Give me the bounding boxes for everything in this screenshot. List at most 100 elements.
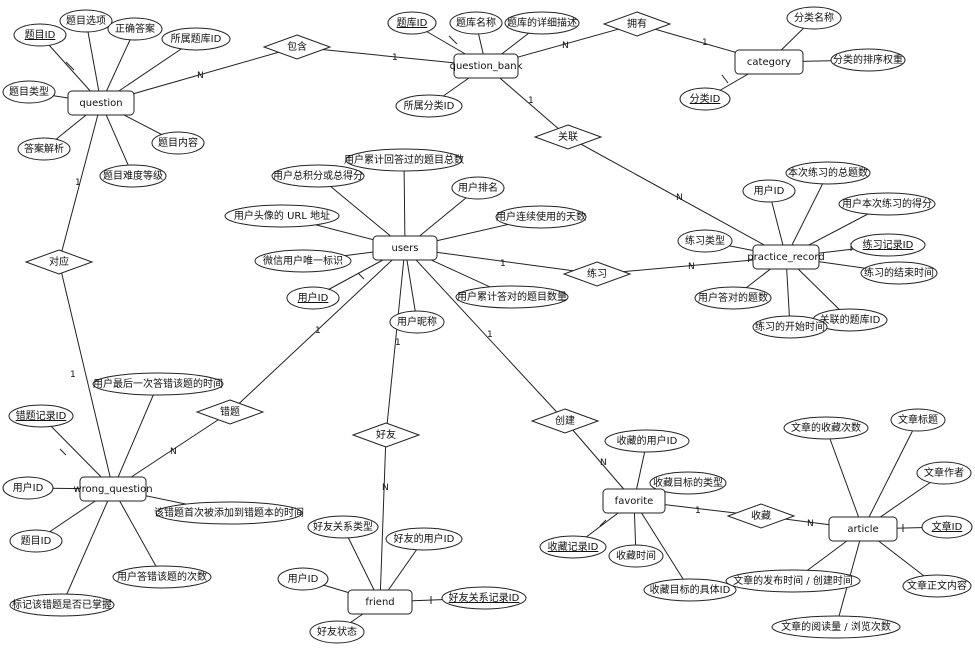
card-contains-question: N — [197, 71, 204, 81]
attr-question-analysis: 答案解析 — [17, 137, 71, 161]
svg-text:用户最后一次答错该题的时间: 用户最后一次答错该题的时间 — [93, 377, 223, 390]
svg-text:用户累计答对的题目数量: 用户累计答对的题目数量 — [457, 290, 567, 303]
card-owns-bank: N — [562, 41, 569, 51]
attr-article-author: 文章作者 — [916, 461, 972, 485]
attr-practice-correct: 用户答对的题数 — [694, 286, 772, 310]
entity-article: article — [828, 516, 898, 542]
card-assoc-practice: N — [676, 193, 683, 203]
svg-text:分类名称: 分类名称 — [794, 11, 834, 24]
svg-text:微信用户唯一标识: 微信用户唯一标识 — [263, 254, 343, 267]
svg-text:错题: 错题 — [220, 405, 240, 418]
card-corresponds-question: 1 — [75, 178, 81, 188]
attr-question-id: 题目ID — [13, 23, 67, 47]
svg-text:friend: friend — [365, 597, 394, 608]
attr-user-openid: 微信用户唯一标识 — [254, 249, 352, 273]
svg-text:创建: 创建 — [555, 414, 575, 427]
entity-question: question — [67, 90, 135, 116]
svg-text:分类ID: 分类ID — [690, 92, 721, 105]
attr-practice-start-time: 练习的开始时间 — [752, 315, 828, 339]
card-practice-record: N — [688, 262, 695, 272]
svg-text:用户ID: 用户ID — [13, 481, 44, 494]
rel-owns: 拥有 — [602, 11, 672, 37]
svg-text:题目选项: 题目选项 — [66, 14, 106, 27]
attr-practice-total: 本次练习的总题数 — [785, 161, 871, 185]
svg-text:练习类型: 练习类型 — [685, 234, 725, 247]
attr-practice-bank-id: 关联的题库ID — [812, 308, 888, 332]
svg-text:question_bank: question_bank — [450, 61, 523, 72]
attr-wrong-count: 用户答错该题的次数 — [112, 565, 212, 589]
svg-text:所属题库ID: 所属题库ID — [171, 32, 222, 45]
svg-text:题库名称: 题库名称 — [456, 16, 496, 29]
card-wrong-record: N — [170, 447, 177, 457]
svg-text:用户连续使用的天数: 用户连续使用的天数 — [496, 210, 586, 223]
svg-text:好友状态: 好友状态 — [317, 625, 357, 638]
attr-question-options: 题目选项 — [59, 9, 113, 33]
svg-text:题目ID: 题目ID — [21, 535, 52, 547]
svg-text:users: users — [391, 243, 418, 254]
svg-text:好友: 好友 — [376, 428, 396, 441]
rel-contains: 包含 — [262, 34, 332, 60]
svg-text:用户累计回答过的题目总数: 用户累计回答过的题目总数 — [344, 153, 464, 166]
svg-text:所属分类ID: 所属分类ID — [404, 99, 455, 112]
attr-favorite-type: 收藏目标的类型 — [649, 471, 727, 495]
cardinality-labels: N 1 N 1 1 N 1 1 1 N 1 N 1 N 1 N 1 N — [70, 38, 814, 529]
attr-question-difficulty: 题目难度等级 — [99, 164, 167, 188]
svg-text:好友关系类型: 好友关系类型 — [313, 520, 373, 533]
attr-bank-id: 题库ID — [387, 11, 437, 35]
relationships: 包含 拥有 关联 对应 练习 错题 好友 创建 — [24, 11, 796, 529]
svg-text:题目类型: 题目类型 — [9, 85, 49, 98]
attr-category-id: 分类ID — [679, 87, 731, 111]
attr-question-type: 题目类型 — [2, 80, 56, 104]
attr-user-total-answered: 用户累计回答过的题目总数 — [344, 148, 464, 172]
attr-bank-category-id: 所属分类ID — [395, 94, 463, 118]
attr-user-streak: 用户连续使用的天数 — [495, 205, 587, 229]
card-fav-favorite: 1 — [695, 506, 701, 516]
entity-favorite: favorite — [602, 488, 666, 514]
attr-wrong-question-id: 题目ID — [9, 529, 63, 553]
svg-text:标记该错题是否已掌握: 标记该错题是否已掌握 — [12, 598, 112, 611]
entity-question-bank: question_bank — [450, 53, 523, 79]
attr-favorite-target-id: 收藏目标的具体ID — [643, 578, 737, 602]
svg-text:用户ID: 用户ID — [298, 291, 329, 304]
svg-text:收藏记录ID: 收藏记录ID — [548, 540, 599, 553]
attr-user-correct-count: 用户累计答对的题目数量 — [455, 285, 569, 309]
card-wrong-users: 1 — [315, 326, 321, 336]
attr-practice-user-id: 用户ID — [742, 179, 796, 203]
rel-create: 创建 — [530, 408, 600, 434]
attr-friend-type: 好友关系类型 — [307, 515, 379, 539]
svg-text:practice_record: practice_record — [747, 252, 824, 263]
attr-article-content: 文章正文内容 — [902, 574, 972, 598]
attr-question-content: 题目内容 — [151, 131, 205, 155]
svg-text:article: article — [847, 524, 878, 535]
card-practice-users: 1 — [500, 259, 506, 269]
svg-text:好友关系记录ID: 好友关系记录ID — [449, 591, 520, 604]
svg-text:用户ID: 用户ID — [288, 572, 319, 585]
attr-article-id: 文章ID — [921, 515, 973, 539]
svg-text:题目ID: 题目ID — [25, 29, 56, 41]
svg-text:收藏时间: 收藏时间 — [616, 549, 656, 562]
entity-category: category — [734, 49, 804, 75]
attr-favorite-id: 收藏记录ID — [539, 535, 607, 559]
svg-text:拥有: 拥有 — [627, 17, 647, 30]
svg-text:收藏目标的类型: 收藏目标的类型 — [653, 476, 723, 489]
card-contains-bank: 1 — [392, 53, 398, 63]
attr-friend-id: 好友关系记录ID — [441, 586, 527, 610]
svg-text:文章的阅读量 / 浏览次数: 文章的阅读量 / 浏览次数 — [781, 620, 891, 633]
attr-wrong-id: 错题记录ID — [8, 404, 74, 428]
svg-text:用户ID: 用户ID — [754, 184, 785, 197]
card-create-favorite: N — [600, 458, 607, 468]
svg-text:用户头像的 URL 地址: 用户头像的 URL 地址 — [234, 209, 330, 222]
entity-practice-record: practice_record — [747, 244, 825, 270]
attr-practice-score: 用户本次练习的得分 — [838, 192, 936, 216]
svg-text:用户答错该题的次数: 用户答错该题的次数 — [117, 570, 207, 583]
entity-wrong-question: wrong_question — [73, 476, 153, 502]
svg-text:错题记录ID: 错题记录ID — [16, 409, 67, 422]
svg-text:用户排名: 用户排名 — [458, 181, 498, 194]
svg-text:练习的开始时间: 练习的开始时间 — [755, 320, 825, 333]
attr-user-id: 用户ID — [286, 286, 340, 310]
attr-friend-user-id: 用户ID — [277, 567, 329, 591]
svg-text:favorite: favorite — [615, 496, 654, 507]
svg-text:题库的详细描述: 题库的详细描述 — [507, 16, 577, 29]
card-friend-record: N — [382, 483, 389, 493]
rel-favorite: 收藏 — [726, 503, 796, 529]
